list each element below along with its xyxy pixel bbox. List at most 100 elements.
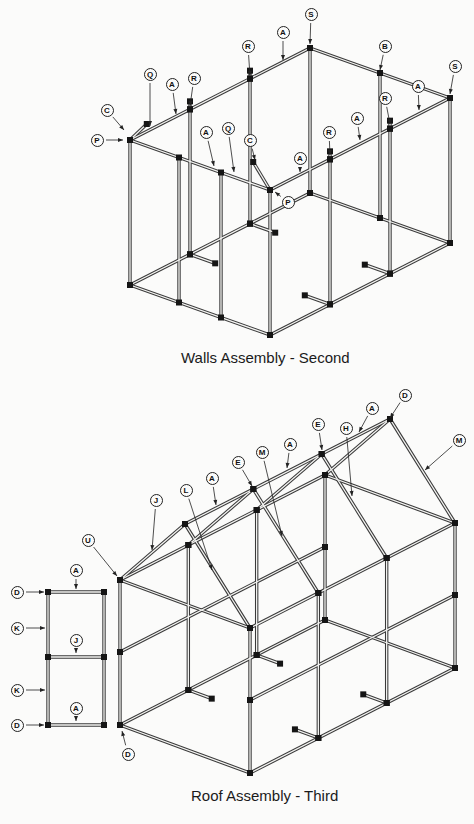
pipe-fitting (247, 770, 253, 776)
pipe-fitting (384, 555, 390, 561)
pipe-fitting (247, 221, 253, 227)
pipe-fitting (247, 697, 253, 703)
leader-line (380, 55, 383, 70)
pipe-bore (48, 724, 104, 725)
pipe-fitting (322, 472, 328, 478)
callout-letter: B (379, 40, 392, 53)
leader-line (152, 509, 155, 550)
leader-arrowhead (308, 39, 312, 44)
leader-line (113, 117, 124, 130)
pipe (250, 224, 275, 233)
leader-line (387, 107, 390, 124)
callout-letter: A (200, 126, 213, 139)
pipe-fitting (307, 190, 313, 196)
pipe (130, 285, 270, 335)
leader-lines (26, 23, 453, 745)
callout-letter: L (180, 484, 193, 497)
leader-arrowhead (74, 648, 78, 653)
pipe (219, 173, 222, 318)
callout-letter: R (323, 126, 336, 139)
pipe-bores (48, 48, 455, 773)
pipe-bore (325, 620, 455, 668)
pipe-bore (389, 129, 390, 274)
pipe-fitting (247, 76, 253, 82)
leader-arrowhead (357, 135, 361, 140)
callout-letter: P (282, 196, 295, 209)
pipe-fitting (101, 722, 107, 728)
callout-letter: K (11, 684, 24, 697)
callout-letter: Q (144, 68, 157, 81)
pipe (448, 98, 451, 243)
leader-arrowhead (173, 109, 177, 114)
pipe-bore (129, 140, 130, 285)
pipe-bore (178, 158, 179, 303)
leader-line (150, 83, 151, 126)
callout-letter: C (244, 134, 257, 147)
pipe-bore (325, 475, 455, 523)
pipe-bore (363, 694, 386, 703)
pipe-fittings (45, 45, 458, 776)
pipe-fitting (101, 654, 107, 660)
pipe-bore (305, 295, 330, 304)
pipe (48, 723, 104, 726)
pipe-fitting (45, 589, 51, 595)
pipe-bore (120, 725, 250, 773)
pipe-fitting (307, 45, 313, 51)
pipe-fitting (117, 722, 123, 728)
pipe-fitting (101, 589, 107, 595)
pipe-fitting (387, 416, 393, 422)
pipe-fitting (315, 735, 321, 741)
pipe-bore (249, 79, 250, 224)
pipe-fitting (117, 577, 123, 583)
pipe-fitting (387, 126, 393, 132)
pipe-bore (130, 193, 310, 285)
pipe-fitting (127, 137, 133, 143)
pipe-fitting (319, 451, 325, 457)
pipe-fitting (322, 544, 328, 550)
leader-arrowhead (417, 105, 421, 110)
pipe-fitting (387, 126, 393, 132)
leader-arrowhead (121, 731, 125, 736)
pipe-bore (269, 190, 270, 335)
pipe-fitting (360, 691, 366, 697)
pipe-fitting (267, 332, 273, 338)
pipe-bore (188, 690, 211, 699)
pipe-bore (250, 595, 455, 700)
pipe-fitting (182, 521, 188, 527)
leader-line (425, 446, 452, 470)
pipe (48, 655, 104, 658)
callout-letter: D (11, 586, 24, 599)
pipe (188, 109, 191, 254)
pipe-fitting (447, 95, 453, 101)
leader-line (94, 547, 117, 576)
leader-line (243, 470, 253, 486)
pipe-fitting (117, 649, 123, 655)
pipe-bore (130, 285, 270, 335)
pipe-fitting (185, 542, 191, 548)
pipe-fitting (267, 332, 273, 338)
pipe-fitting (250, 486, 256, 492)
pipe-fitting (384, 555, 390, 561)
pipe-fitting (117, 577, 123, 583)
assembly-caption: Walls Assembly - Second (181, 349, 350, 366)
pipe-fitting (187, 251, 193, 257)
pipe (130, 140, 270, 190)
leader-line (390, 403, 400, 419)
callout-letter: A (351, 112, 364, 125)
leader-arrowhead (39, 723, 44, 727)
callout-letter: Q (222, 122, 235, 135)
leader-arrowhead (150, 545, 154, 550)
pipe-fitting (45, 722, 51, 728)
leader-arrowhead (112, 571, 117, 576)
pipe-bore (185, 419, 390, 524)
pipe (190, 254, 215, 263)
callout-letter: M (453, 434, 466, 447)
pipe-fitting (247, 625, 253, 631)
pipe-fitting (267, 332, 273, 338)
leader-arrowhead (248, 481, 252, 486)
pipe-bore (120, 547, 325, 652)
pipe (130, 48, 310, 140)
leader-arrowhead (449, 89, 453, 94)
leader-arrowhead (231, 167, 235, 172)
